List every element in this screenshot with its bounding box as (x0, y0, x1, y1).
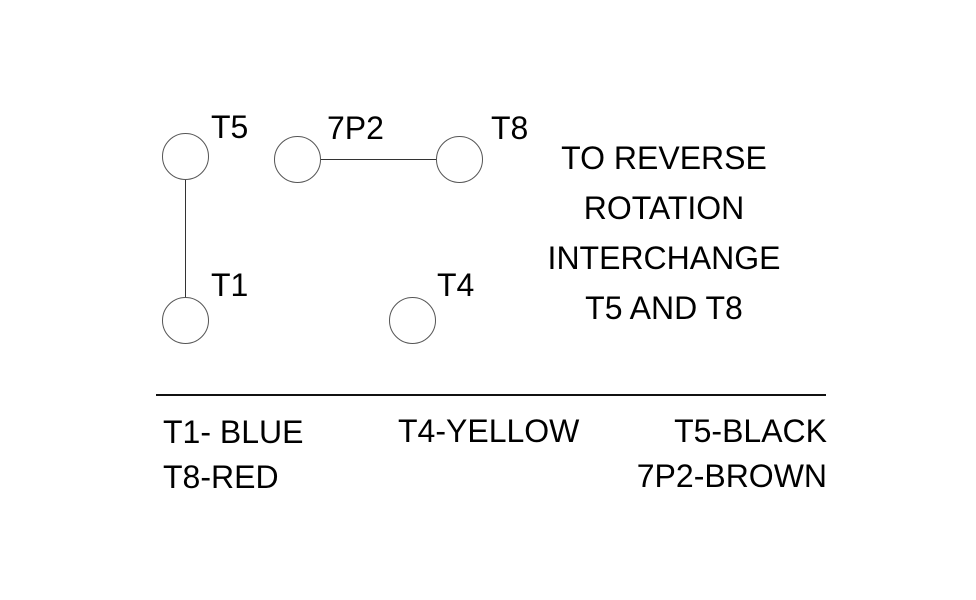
legend-t5-black: T5-BLACK (674, 413, 827, 449)
terminal-circle-7p2 (274, 136, 321, 183)
terminal-circle-t1 (162, 297, 209, 344)
terminal-circle-t5 (162, 133, 209, 180)
note-line-4: T5 AND T8 (585, 290, 743, 326)
terminal-label-t1: T1 (211, 267, 249, 303)
terminal-circle-t8 (436, 136, 483, 183)
reverse-rotation-note: TO REVERSE ROTATION INTERCHANGE T5 AND T… (538, 133, 790, 333)
terminal-label-t4: T4 (437, 267, 475, 303)
legend-t8-red: T8-RED (163, 459, 279, 495)
divider-line (156, 394, 826, 396)
note-line-3: INTERCHANGE (547, 240, 781, 276)
legend-t4-yellow: T4-YELLOW (398, 413, 580, 449)
wire-t5-to-t1 (185, 180, 186, 298)
note-line-1: TO REVERSE (561, 140, 767, 176)
legend-7p2-brown: 7P2-BROWN (636, 458, 827, 494)
terminal-label-t8: T8 (491, 110, 529, 146)
terminal-circle-t4 (389, 297, 436, 344)
legend-t1-blue: T1- BLUE (163, 414, 304, 450)
note-line-2: ROTATION (583, 190, 745, 226)
terminal-label-7p2: 7P2 (327, 110, 384, 146)
wire-7p2-to-t8 (321, 159, 437, 160)
terminal-label-t5: T5 (211, 109, 249, 145)
